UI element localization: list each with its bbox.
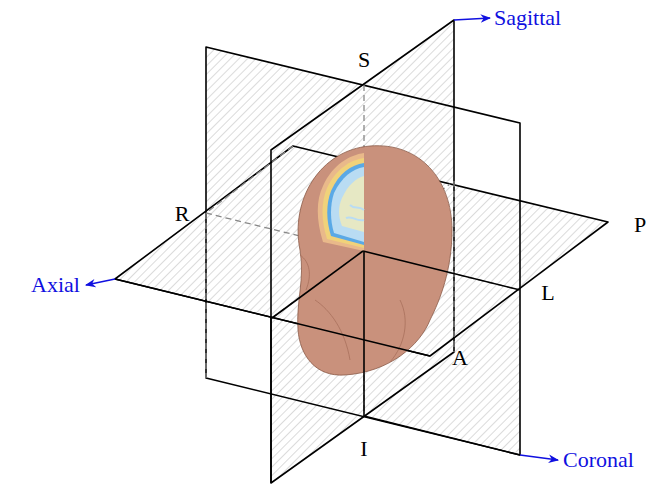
leader-arrows (86, 18, 558, 460)
axis-letter: S (358, 49, 370, 71)
plane-name: Coronal (563, 449, 634, 471)
head-surface (298, 146, 452, 375)
front-lines (115, 251, 520, 483)
axis-letter: A (452, 347, 468, 369)
hatched-faces (115, 20, 608, 483)
plane-name: Sagittal (494, 7, 561, 29)
sagittal-plane (271, 20, 454, 483)
plane-outlines (115, 20, 608, 483)
sagittal-leader (454, 18, 490, 20)
coronal-plane (206, 47, 520, 455)
axial-leader (86, 279, 115, 285)
axis-letter: R (175, 203, 190, 225)
cutaway-grey-matter (331, 167, 364, 242)
plane-name: Axial (31, 274, 80, 296)
cutaway-skull (323, 158, 365, 248)
cutaway-white-matter (339, 176, 364, 232)
cutaway-skin (318, 153, 364, 251)
head-model (298, 146, 452, 375)
axis-letter: P (634, 214, 646, 236)
axis-letter: L (541, 282, 554, 304)
hidden-lines (206, 85, 520, 416)
coronal-leader (520, 455, 558, 460)
cutaway-csf (327, 163, 364, 245)
axis-letter: I (360, 438, 367, 460)
